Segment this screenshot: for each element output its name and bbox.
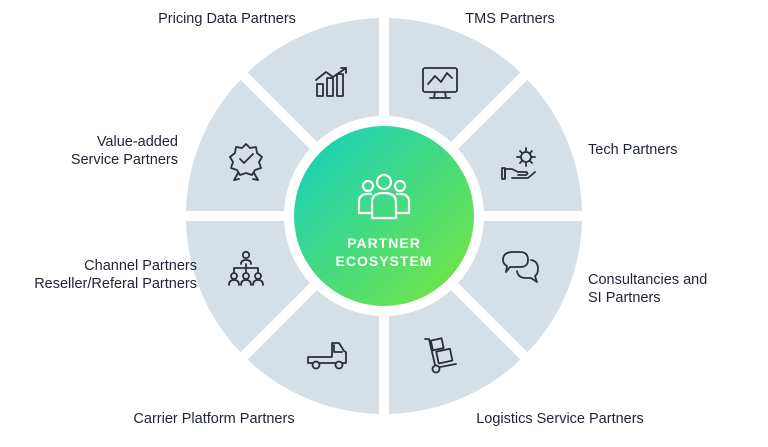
label-logistics-service-partners: Logistics Service Partners <box>476 411 644 427</box>
label-tms-partners: TMS Partners <box>465 11 555 27</box>
hand-truck-boxes-icon <box>424 337 457 374</box>
badge-check-icon <box>229 143 263 181</box>
ring-segment-4 <box>458 220 582 353</box>
label-value-added-service-partners: Value-added Service Partners <box>70 134 178 168</box>
label-carrier-platform-partners: Carrier Platform Partners <box>133 411 295 427</box>
ring-segment-5 <box>388 290 521 414</box>
chat-bubbles-icon <box>502 251 539 283</box>
ring-segments <box>186 18 582 414</box>
org-hierarchy-icon <box>228 250 264 286</box>
monitor-analytics-icon <box>422 67 458 99</box>
label-channel-reseller-partners: Channel Partners Reseller/Referal Partne… <box>34 258 197 292</box>
ring-segment-7 <box>186 220 310 353</box>
label-pricing-data-partners: Pricing Data Partners <box>158 11 296 27</box>
truck-icon <box>307 342 347 370</box>
ring-segment-3 <box>458 79 582 212</box>
ring-segment-2 <box>388 18 521 142</box>
hand-gear-icon <box>501 147 536 180</box>
ring-segment-1 <box>247 18 380 142</box>
chart-growth-icon <box>315 67 347 97</box>
label-consultancies-si-partners: Consultancies and SI Partners <box>588 272 708 306</box>
center-hub <box>294 126 474 306</box>
people-group-icon <box>357 173 411 220</box>
label-tech-partners: Tech Partners <box>588 142 678 158</box>
ring-segment-6 <box>247 290 380 414</box>
center-title-line2: ECOSYSTEM <box>336 253 433 269</box>
center-title-line1: PARTNER <box>347 235 421 251</box>
